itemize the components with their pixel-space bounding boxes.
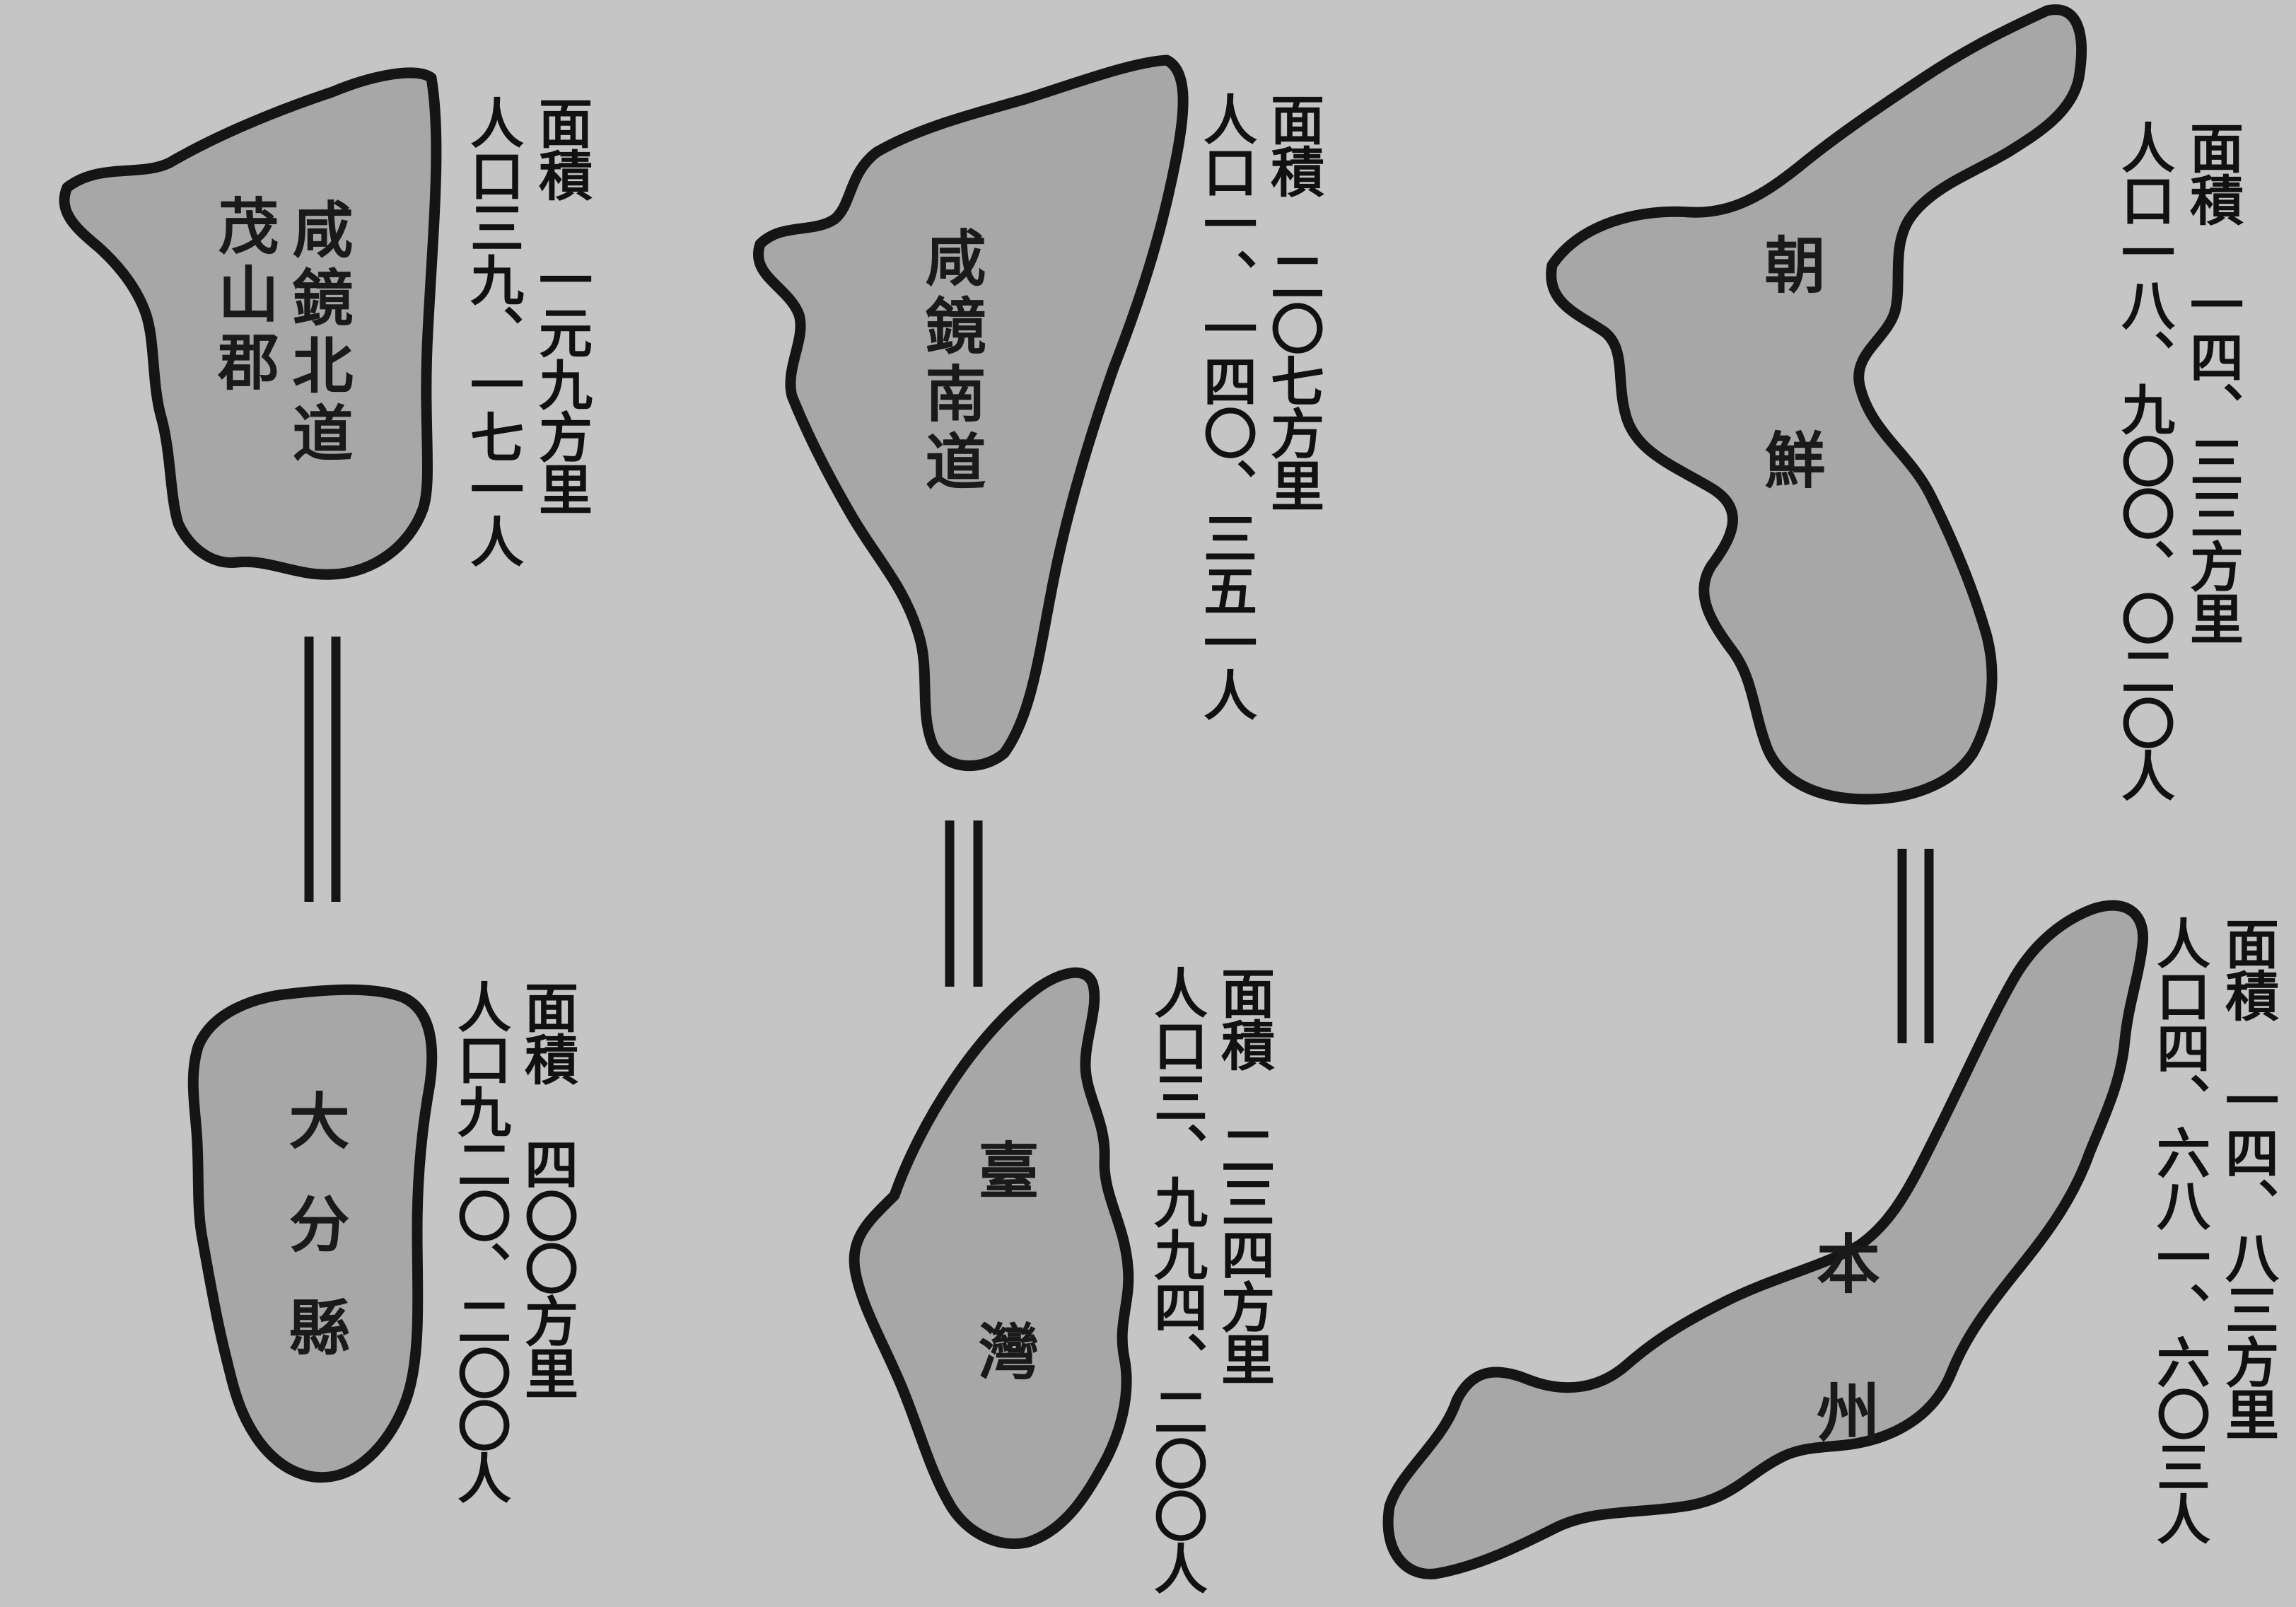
region-kankyo-hoku (59, 67, 442, 580)
equals-sign-left (304, 637, 341, 902)
region-name-kankyo-hoku-col2: 茂山郡 (207, 195, 278, 398)
region-name-honshu-1: 本州 (1805, 1231, 1880, 1528)
population-taiwan: 人口三、九九四、二〇〇人 (1145, 965, 1208, 1594)
region-name-taiwan: 臺灣 (967, 1139, 1038, 1501)
region-name-chosen: 朝鮮 (1754, 233, 1824, 624)
region-chosen (1546, 4, 2087, 805)
equals-sign-middle (945, 820, 983, 987)
region-oita (187, 984, 438, 1483)
area-kankyo-hoku: 面積 一元九方里 (530, 95, 593, 514)
equals-sign-right (1897, 849, 1934, 1043)
region-kankyo-nan (753, 54, 1189, 772)
region-name-kankyo-hoku-col1: 咸鏡北道 (281, 198, 352, 470)
area-oita: 面積 四〇〇方里 (515, 980, 578, 1398)
region-taiwan (849, 967, 1134, 1550)
area-taiwan: 面積 二三四方里 (1212, 965, 1275, 1384)
population-chosen: 人口一八、九〇〇、〇二〇人 (2112, 120, 2175, 801)
population-oita: 人口九二〇、二〇〇人 (448, 980, 511, 1503)
area-chosen: 面積 一四、三三方里 (2181, 120, 2244, 644)
region-honshu (1382, 900, 2149, 1579)
area-kankyo-nan: 面積 二〇七方里 (1261, 92, 1324, 511)
region-name-kankyo-nan: 咸鏡南道 (914, 226, 985, 498)
population-kankyo-hoku: 人口三九、一七一人 (461, 95, 524, 567)
region-name-oita: 大分縣 (278, 1089, 349, 1399)
population-kankyo-nan: 人口一、一四〇、三五一人 (1194, 92, 1257, 720)
population-honshu: 人口四、六八一、六〇三人 (2148, 916, 2210, 1544)
area-honshu: 面積 一四、八三方里 (2216, 916, 2279, 1439)
